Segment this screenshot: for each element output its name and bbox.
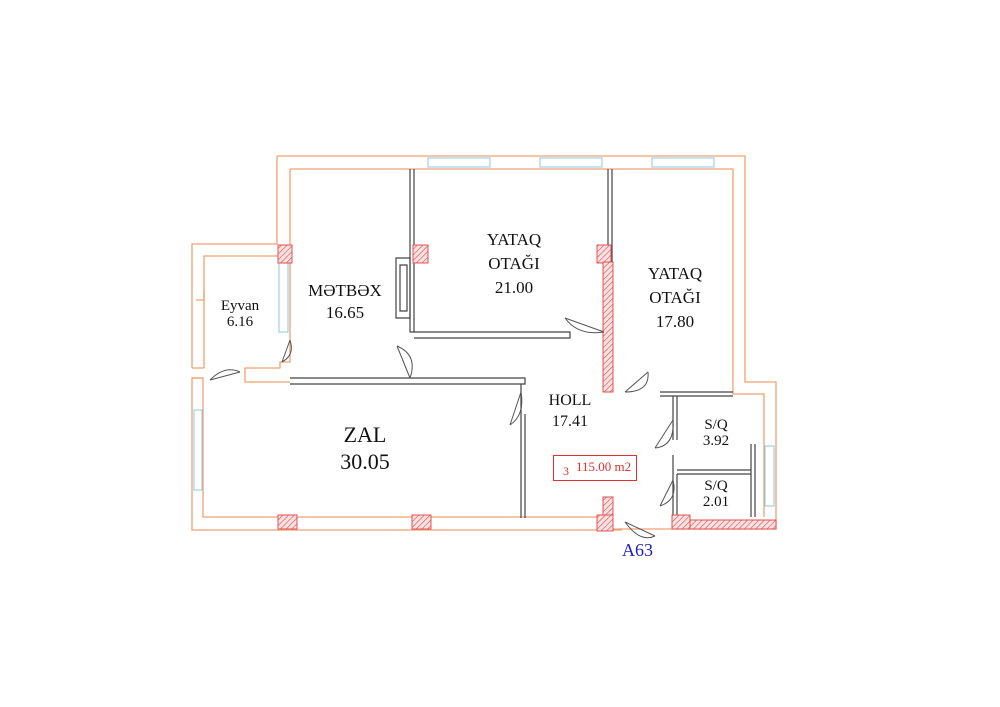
room-name: HOLL [548,392,592,409]
room-kitchen: MƏTBƏX 16.65 [300,280,390,324]
room-area: 17.41 [552,413,588,430]
room-area: 30.05 [340,449,390,474]
room-name: MƏTBƏX [308,281,382,300]
room-hall: HOLL 17.41 [538,390,602,432]
room-name: OTAĞI [649,288,701,307]
room-bath-1: S/Q 3.92 [690,417,742,449]
room-name: YATAQ [647,264,703,283]
room-bath-2: S/Q 2.01 [690,478,742,510]
doors [209,317,675,539]
total-area: 115.00 m2 [576,459,632,474]
structural-columns [277,244,777,532]
room-area: 17.80 [655,312,695,331]
interior-walls [290,169,756,518]
room-name: S/Q [704,417,728,433]
room-area: 3.92 [702,433,730,449]
room-name: S/Q [704,478,728,494]
room-bedroom-1: YATAQ OTAĞI 21.00 [470,228,558,300]
apartment-summary-box: 3 115.00 m2 [553,455,637,481]
room-area: 6.16 [226,314,254,330]
room-area: 16.65 [325,303,365,322]
room-area: 2.01 [702,494,730,510]
apartment-id: A63 [622,540,653,560]
room-living: ZAL 30.05 [320,421,410,475]
room-name: ZAL [343,422,387,447]
room-bedroom-2: YATAQ OTAĞI 17.80 [631,262,719,334]
room-name: YATAQ [486,230,542,249]
room-area: 21.00 [494,278,534,297]
room-name: OTAĞI [488,254,540,273]
room-balcony: Eyvan 6.16 [208,298,272,330]
room-name: Eyvan [220,298,260,314]
rooms-count: 3 [563,464,569,478]
